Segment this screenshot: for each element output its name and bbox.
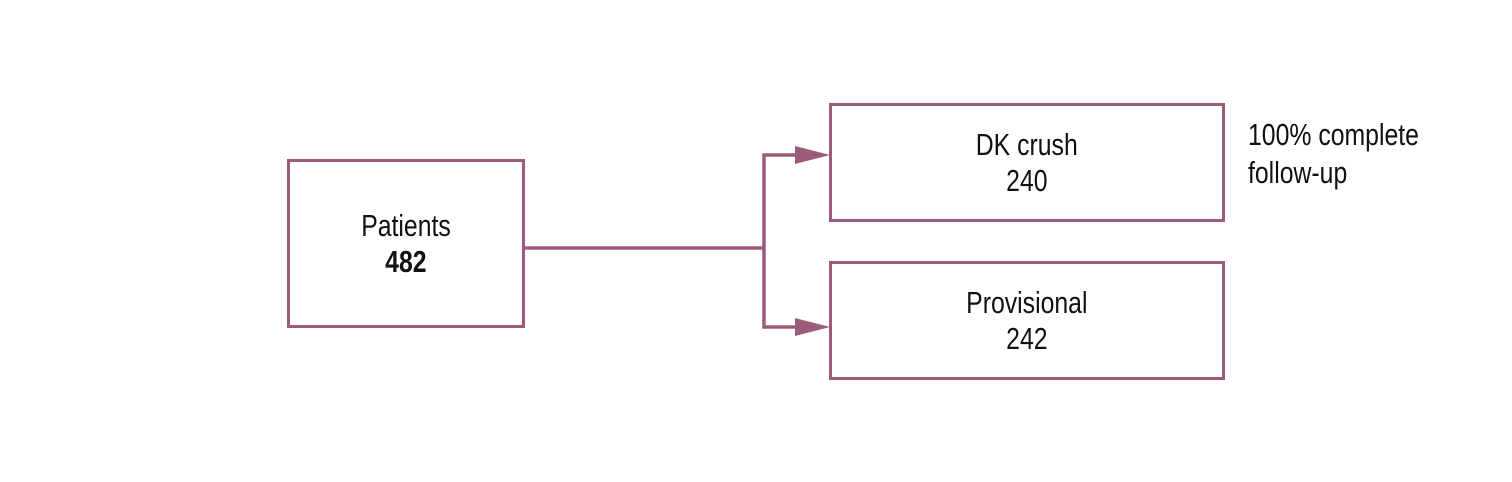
provisional-box: Provisional 242 (829, 261, 1225, 380)
patients-count: 482 (385, 243, 427, 279)
arm-label: Provisional (966, 284, 1088, 320)
arm-count: 242 (1006, 320, 1048, 356)
follow-up-note: 100% complete follow-up (1248, 116, 1419, 192)
note-line-2: follow-up (1248, 155, 1348, 190)
patients-box: Patients 482 (287, 159, 525, 328)
patients-label: Patients (361, 207, 451, 243)
dk-crush-box: DK crush 240 (829, 103, 1225, 222)
note-line-1: 100% complete (1248, 117, 1419, 152)
connector-line (762, 153, 797, 329)
arm-label: DK crush (975, 126, 1078, 162)
arrow-head-icon (795, 146, 830, 164)
arm-count: 240 (1006, 162, 1048, 198)
arrow-head-icon (795, 318, 830, 336)
